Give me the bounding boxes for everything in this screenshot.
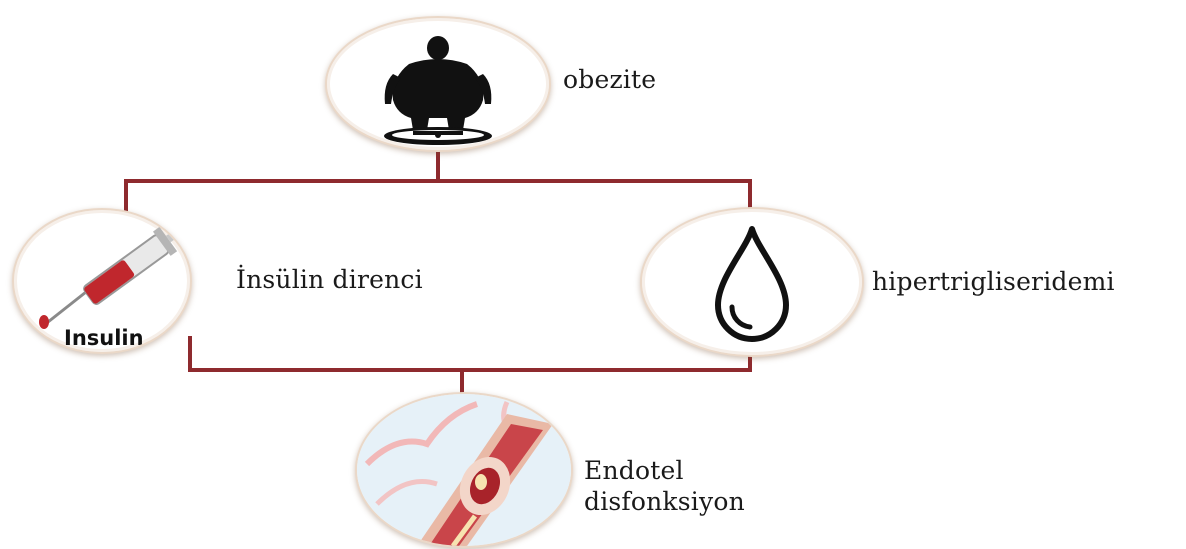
triglyceride-node-circle (640, 207, 864, 357)
endothelial-node-circle (355, 392, 573, 548)
drop-icon (642, 209, 862, 355)
obesity-scale-icon (327, 18, 549, 150)
obesity-node-circle (325, 16, 551, 152)
blood-vessel-icon (357, 394, 571, 546)
hypertriglyceridemia-label: hipertrigliseridemi (872, 266, 1115, 297)
endothelial-label-line2: disfonksiyon (584, 486, 745, 517)
obesity-label: obezite (563, 64, 656, 95)
insulin-resistance-label: İnsülin direnci (236, 264, 423, 295)
insulin-node-circle: Insulin (12, 208, 192, 354)
endothelial-label-line1: Endotel (584, 455, 684, 486)
insulin-icon-text: Insulin (64, 326, 144, 350)
